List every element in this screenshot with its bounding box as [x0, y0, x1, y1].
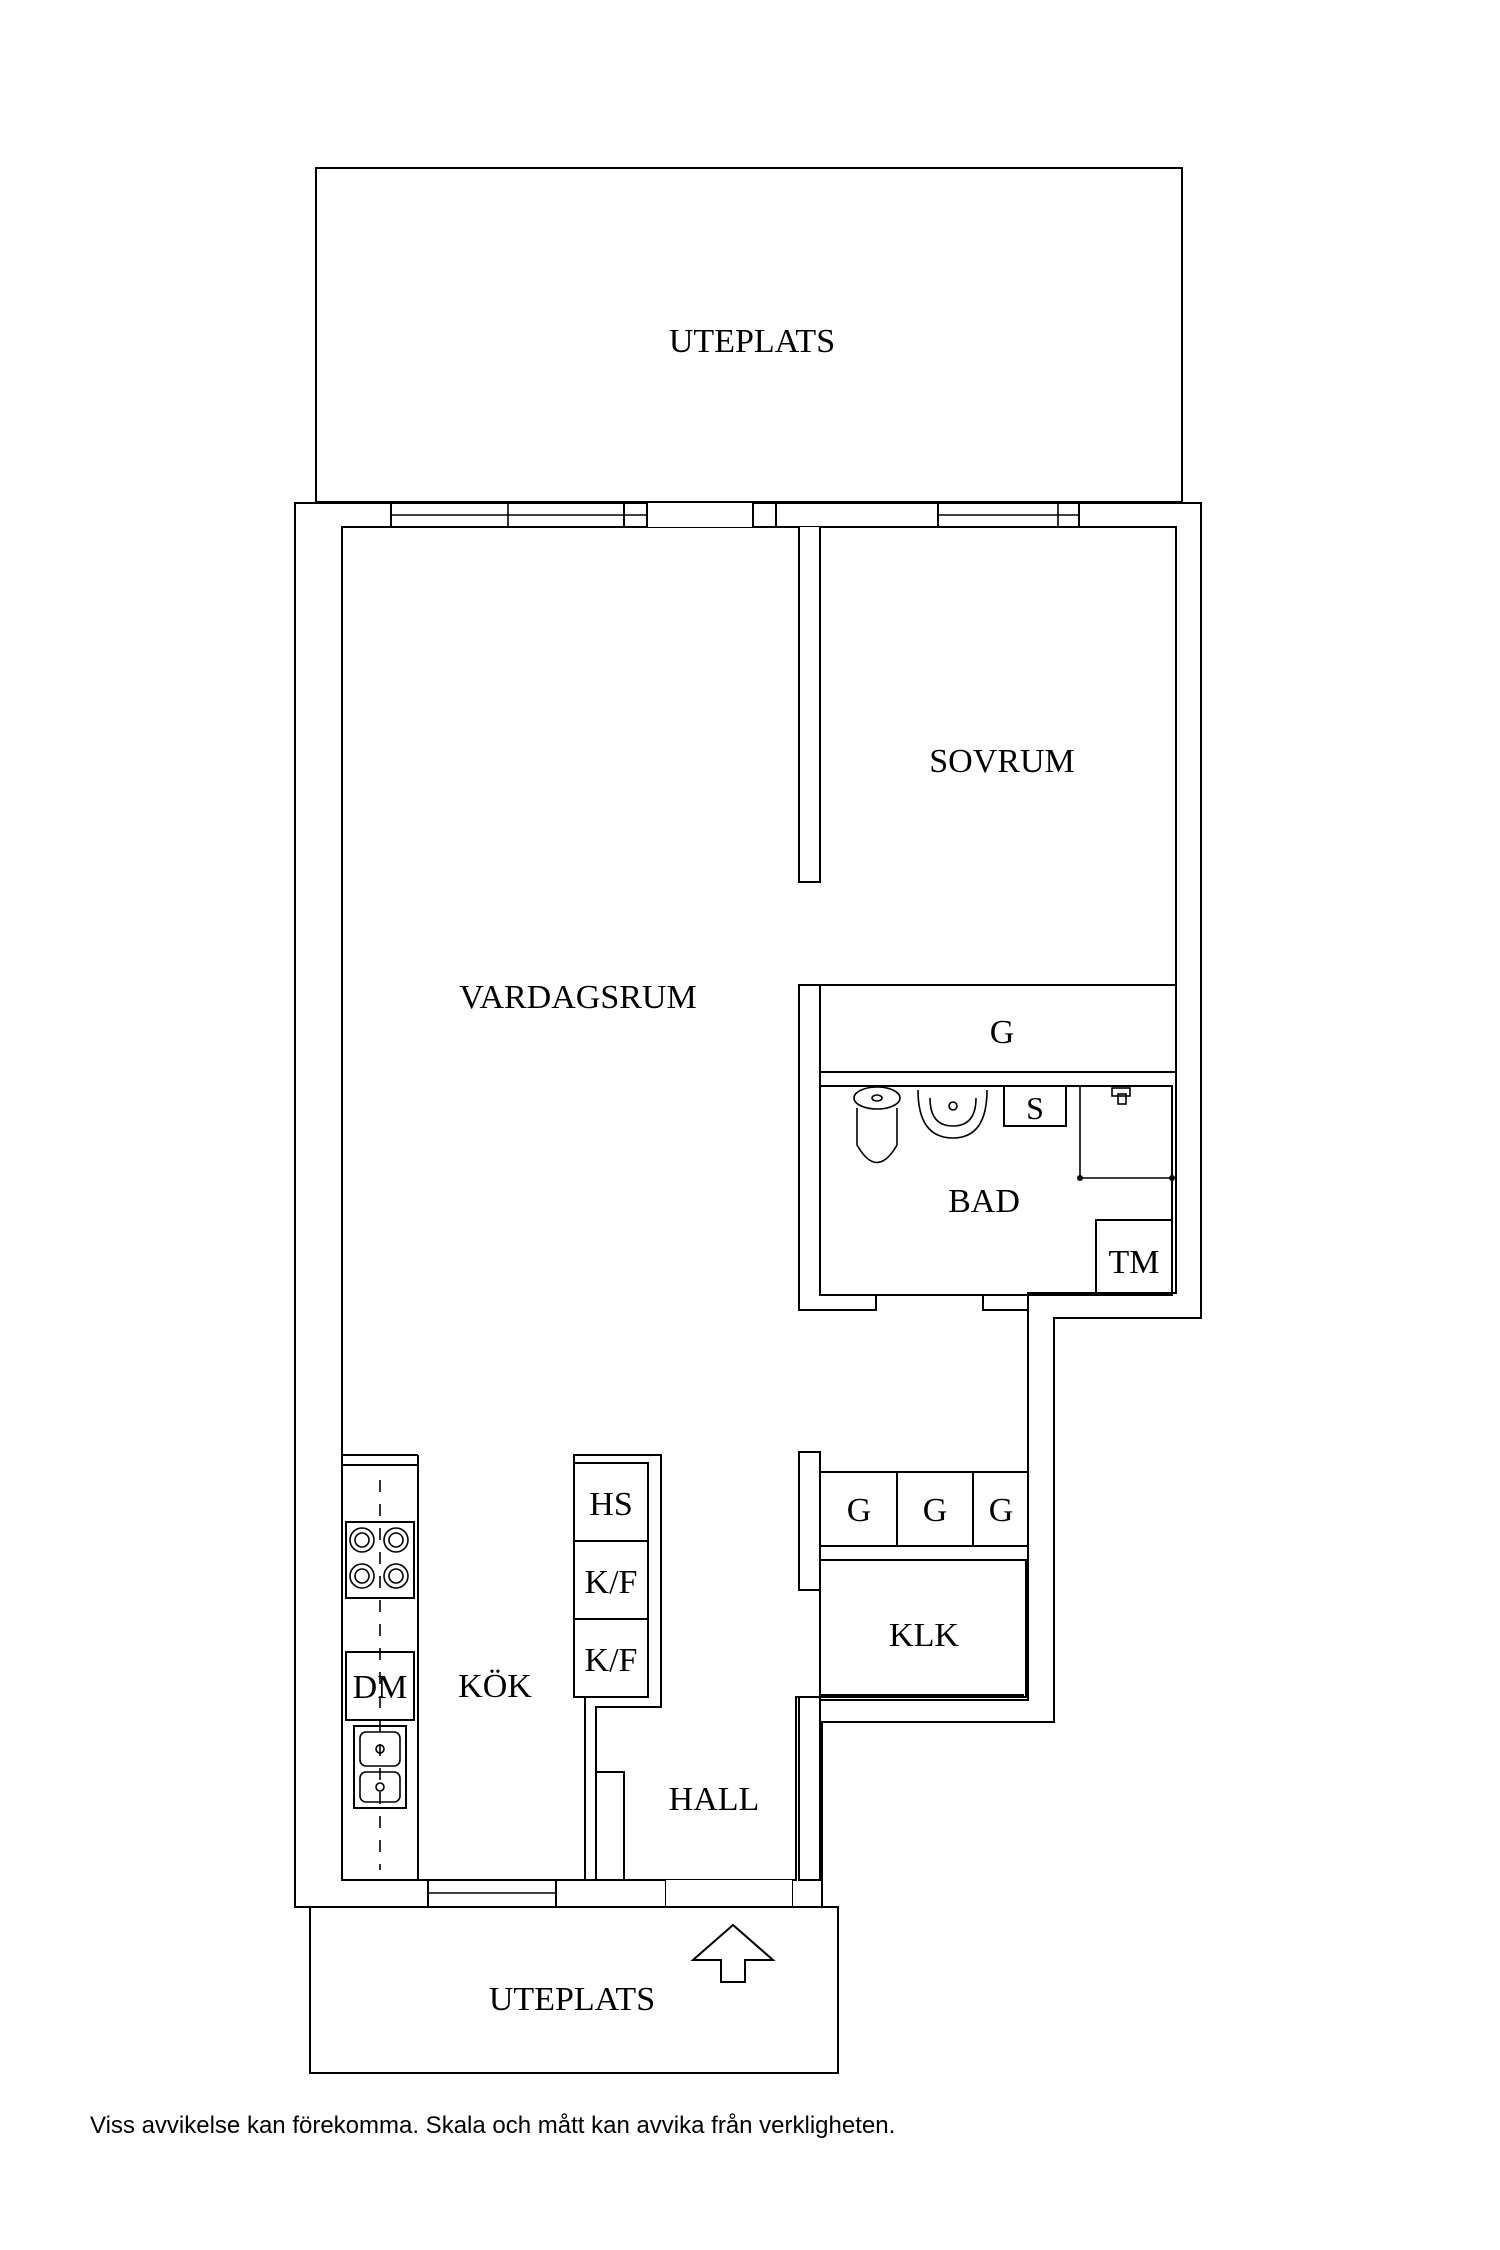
label-dm: DM [353, 1669, 408, 1706]
label-bad: BAD [948, 1183, 1020, 1220]
label-hall: HALL [669, 1781, 760, 1818]
label-sovrum: SOVRUM [929, 743, 1074, 780]
disclaimer-text: Viss avvikelse kan förekomma. Skala och … [90, 2112, 896, 2139]
klk-room [819, 1559, 1027, 1698]
kitchen-sink-icon [353, 1725, 407, 1809]
shower-icon [1077, 1086, 1175, 1181]
label-kok: KÖK [458, 1668, 532, 1705]
wc-storage-box [1003, 1085, 1067, 1127]
kitchen-counter [341, 1464, 419, 1881]
label-hs: HS [589, 1486, 632, 1523]
label-hall-g2: G [923, 1492, 948, 1529]
label-uteplats-bottom: UTEPLATS [489, 1981, 655, 2018]
label-kf1: K/F [585, 1564, 638, 1601]
entrance-arrow-icon [690, 1923, 776, 1983]
outer-wall-outer [294, 502, 1202, 1908]
label-klk: KLK [889, 1617, 959, 1654]
label-hall-g1: G [847, 1492, 872, 1529]
label-hall-g3: G [989, 1492, 1014, 1529]
wall-bad-block [797, 984, 1177, 1073]
hall-closets [819, 1471, 1029, 1547]
stove-icon [345, 1521, 415, 1599]
dm-box [345, 1651, 415, 1721]
label-vardagsrum: VARDAGSRUM [459, 979, 696, 1016]
label-wc-storage: S [1026, 1090, 1044, 1126]
label-garderob-sovrum: G [990, 1014, 1015, 1051]
tvattmaskin-box [1095, 1219, 1173, 1296]
door-opening-top [647, 503, 753, 527]
label-kf2: K/F [585, 1642, 638, 1679]
toilet-icon [853, 1086, 901, 1164]
label-uteplats-top: UTEPLATS [669, 323, 835, 360]
kf2-box [573, 1618, 649, 1698]
sink-icon [917, 1089, 988, 1139]
label-tvattmaskin: TM [1109, 1244, 1160, 1281]
